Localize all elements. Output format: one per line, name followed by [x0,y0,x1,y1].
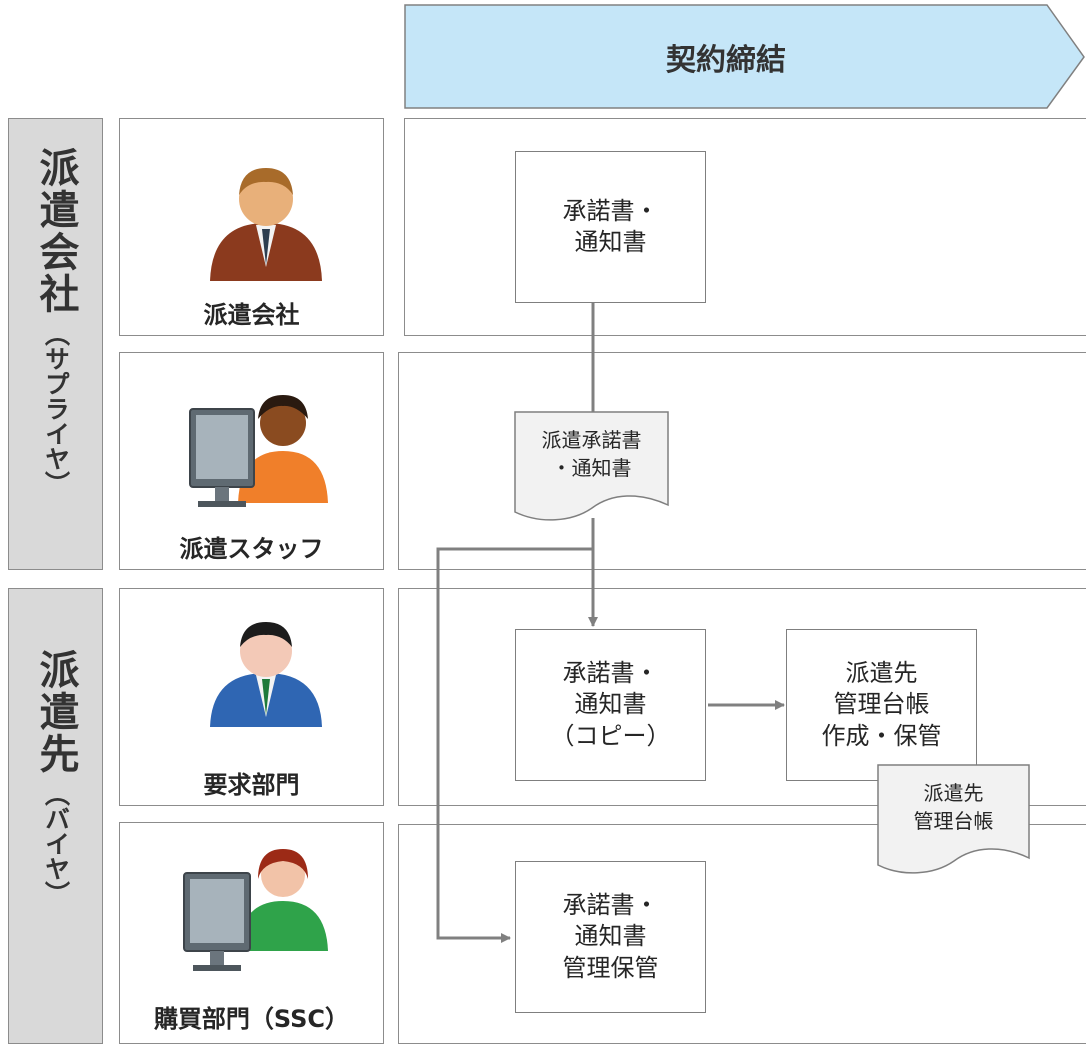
actor-dispatch-staff: 派遣スタッフ [119,352,384,570]
process-ledger-create-store: 派遣先 管理台帳 作成・保管 [786,629,977,781]
actor-purchasing-dept: 購買部門（SSC） [119,822,384,1044]
document-ledger-shape [877,764,1030,874]
process-acceptance-notice-store: 承諾書・ 通知書 管理保管 [515,861,706,1013]
group-supplier-sub: （サプライヤ） [41,321,71,496]
process-acceptance-notice: 承諾書・ 通知書 [515,151,706,303]
phase-title: 契約締結 [666,42,786,78]
actor-label: 派遣会社 [203,301,300,329]
woman-at-computer-icon [183,849,328,971]
group-supplier: 派遣会社 （サプライヤ） [8,118,103,570]
document-dispatch-acceptance-shape [514,411,669,521]
lane-purchasing-dept [398,824,1086,1044]
process-acceptance-notice-copy: 承諾書・ 通知書 （コピー） [515,629,706,781]
document-dispatch-acceptance-label: 派遣承諾書 ・通知書 [541,428,642,480]
group-buyer-sub: （バイヤ） [41,781,71,906]
actor-label: 購買部門（SSC） [153,1005,350,1033]
document-ledger-label: 派遣先 管理台帳 [913,781,994,833]
actor-label: 要求部門 [203,771,300,799]
connector-document-to-purchasing [436,547,593,943]
group-buyer-title: 派遣先 [32,649,79,775]
actor-dispatch-company: 派遣会社 [119,118,384,336]
group-buyer: 派遣先 （バイヤ） [8,588,103,1044]
lane-dispatch-staff [398,352,1086,570]
businessman-blue-icon [210,622,322,727]
staff-at-computer-icon [189,395,328,507]
actor-label: 派遣スタッフ [179,535,324,563]
group-supplier-title: 派遣会社 [32,147,79,315]
actor-requesting-dept: 要求部門 [119,588,384,806]
businessman-brown-icon [210,168,322,281]
